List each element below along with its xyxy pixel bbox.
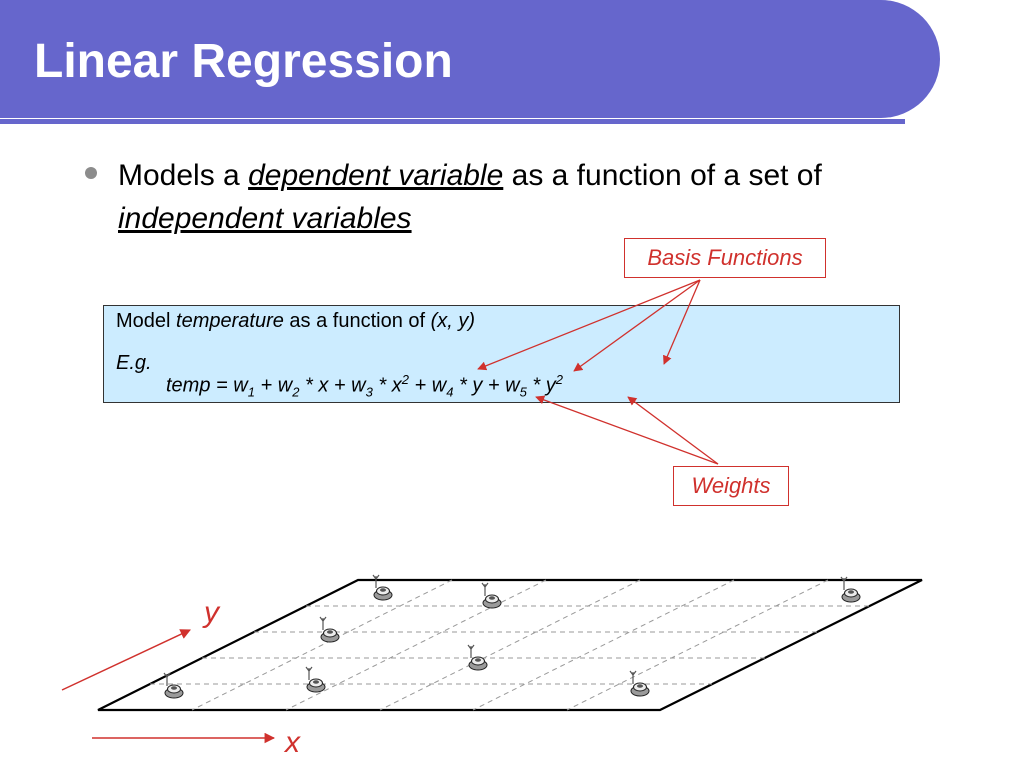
sensor-mote-icon xyxy=(629,670,650,697)
model-variable: temperature xyxy=(176,310,284,332)
grid-line xyxy=(472,579,735,711)
equation-subscript: 4 xyxy=(446,384,454,400)
equation-superscript: 2 xyxy=(401,372,409,387)
model-text: Model xyxy=(116,310,177,332)
equation-part: temp = w xyxy=(166,374,248,397)
weight-arrow xyxy=(627,396,719,465)
basis-arrows xyxy=(477,279,701,372)
regression-equation: temp = w1 + w2 * x + w3 * x2 + w4 * y + … xyxy=(166,372,563,400)
axis-arrows xyxy=(61,629,276,744)
grid-line xyxy=(566,579,829,711)
title-underline xyxy=(0,119,905,124)
grid-line xyxy=(285,579,547,711)
bullet-text-part: Models a xyxy=(118,159,249,192)
equation-part: * x + w xyxy=(299,374,366,397)
title-bar xyxy=(0,0,940,118)
equation-subscript: 3 xyxy=(365,384,373,400)
equation-part: * y xyxy=(526,374,556,397)
bullet-text-part: as a function of a set of xyxy=(503,159,822,192)
bullet-text: Models a dependent variable as a functio… xyxy=(118,154,938,240)
slide-title: Linear Regression xyxy=(34,35,453,88)
weight-arrow xyxy=(535,395,719,465)
sensor-mote-icon xyxy=(467,644,488,671)
term-independent-variables: independent variables xyxy=(118,202,412,235)
model-box: Model temperature as a function of (x, y… xyxy=(103,305,900,403)
weights-callout: Weights xyxy=(673,466,789,506)
equation-subscript: 1 xyxy=(247,384,255,400)
plane-grid xyxy=(150,579,870,711)
equation-superscript: 2 xyxy=(555,372,563,387)
sensor-mote-icon xyxy=(372,574,393,601)
equation-part: * y + w xyxy=(453,374,520,397)
weight-arrows xyxy=(535,395,719,465)
sensor-mote-icon xyxy=(305,666,326,693)
basis-arrow xyxy=(477,279,701,371)
bullet-dot xyxy=(85,167,97,179)
example-label: E.g. xyxy=(116,352,152,374)
model-text: as a function of xyxy=(283,310,431,332)
y-axis-arrow xyxy=(61,629,191,691)
model-arguments: (x, y) xyxy=(430,310,476,332)
sensors xyxy=(163,574,861,699)
basis-functions-callout: Basis Functions xyxy=(624,238,826,278)
grid-line xyxy=(379,579,641,711)
sensor-mote-icon xyxy=(319,616,340,643)
equation-part: + w xyxy=(254,374,293,397)
equation-part: + w xyxy=(408,374,447,397)
model-description: Model temperature as a function of (x, y… xyxy=(116,310,475,333)
basis-arrow xyxy=(663,279,701,365)
y-axis-label: y xyxy=(202,596,221,629)
sensor-mote-icon xyxy=(163,672,184,699)
equation-part: * x xyxy=(372,374,402,397)
equation-subscript: 2 xyxy=(292,384,300,400)
sensor-mote-icon xyxy=(481,582,502,609)
x-axis-label: x xyxy=(283,726,301,759)
term-dependent-variable: dependent variable xyxy=(248,159,504,192)
ground-plane xyxy=(97,578,923,712)
equation-subscript: 5 xyxy=(519,384,527,400)
sensor-mote-icon xyxy=(840,576,861,603)
grid-line xyxy=(191,579,453,711)
basis-arrow xyxy=(573,279,701,372)
